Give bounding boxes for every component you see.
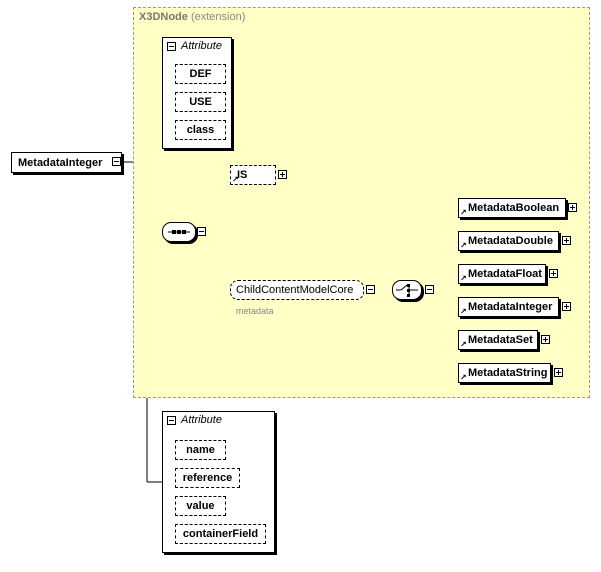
element-metadata-float[interactable]: ↗ MetadataFloat xyxy=(458,264,546,284)
extension-base: X3DNode xyxy=(139,11,188,23)
plus-icon[interactable] xyxy=(541,335,550,344)
attribute-reference[interactable]: reference xyxy=(175,468,240,488)
element-metadata-string[interactable]: ↗ MetadataString xyxy=(458,363,551,383)
plus-icon[interactable] xyxy=(554,368,563,377)
attribute-use[interactable]: USE xyxy=(175,92,226,112)
arrow-ne-icon: ↗ xyxy=(460,274,467,283)
arrow-ne-icon: ↗ xyxy=(460,241,467,250)
attribute-group-1-title: Attribute xyxy=(181,40,222,52)
minus-icon[interactable] xyxy=(425,285,434,294)
minus-icon[interactable] xyxy=(167,42,176,51)
extension-label: X3DNode (extension) xyxy=(139,11,245,23)
minus-icon[interactable] xyxy=(366,285,375,294)
child-content-label: ChildContentModelCore xyxy=(236,284,354,296)
choice-compositor[interactable] xyxy=(392,280,422,300)
arrow-ne-icon: ↗ xyxy=(460,307,467,316)
arrow-ne-icon: ↗ xyxy=(460,340,467,349)
root-element-label: MetadataInteger xyxy=(18,156,103,169)
root-element[interactable]: MetadataInteger xyxy=(11,152,122,173)
is-element-label: IS xyxy=(237,169,248,181)
extension-qualifier: (extension) xyxy=(190,11,246,23)
element-metadata-integer[interactable]: ↗ MetadataInteger xyxy=(458,297,559,317)
element-metadata-double[interactable]: ↗ MetadataDouble xyxy=(458,231,559,251)
child-content-sublabel: metadata xyxy=(236,306,274,316)
minus-icon[interactable] xyxy=(112,157,121,166)
minus-icon[interactable] xyxy=(197,227,206,236)
sequence-icon xyxy=(168,230,190,234)
plus-icon[interactable] xyxy=(278,170,287,179)
plus-icon[interactable] xyxy=(568,203,577,212)
attribute-container-field[interactable]: containerField xyxy=(175,524,266,544)
element-metadata-boolean[interactable]: ↗ MetadataBoolean xyxy=(458,198,566,218)
attribute-name[interactable]: name xyxy=(175,440,226,460)
attribute-class[interactable]: class xyxy=(175,120,226,140)
choice-icon xyxy=(396,284,418,297)
minus-icon[interactable] xyxy=(167,416,176,425)
arrow-ne-icon: ↗ xyxy=(460,208,467,217)
element-metadata-set[interactable]: ↗ MetadataSet xyxy=(458,330,538,350)
plus-icon[interactable] xyxy=(562,302,571,311)
attribute-value[interactable]: value xyxy=(175,496,226,516)
plus-icon[interactable] xyxy=(549,269,558,278)
is-element[interactable]: IS xyxy=(230,165,276,185)
arrow-ne-icon: ↗ xyxy=(232,175,239,184)
arrow-ne-icon: ↗ xyxy=(460,373,467,382)
sequence-compositor[interactable] xyxy=(162,222,196,242)
attribute-def[interactable]: DEF xyxy=(175,64,226,84)
plus-icon[interactable] xyxy=(562,236,571,245)
attribute-group-2-title: Attribute xyxy=(181,414,222,426)
child-content-group[interactable]: ChildContentModelCore xyxy=(230,280,364,300)
